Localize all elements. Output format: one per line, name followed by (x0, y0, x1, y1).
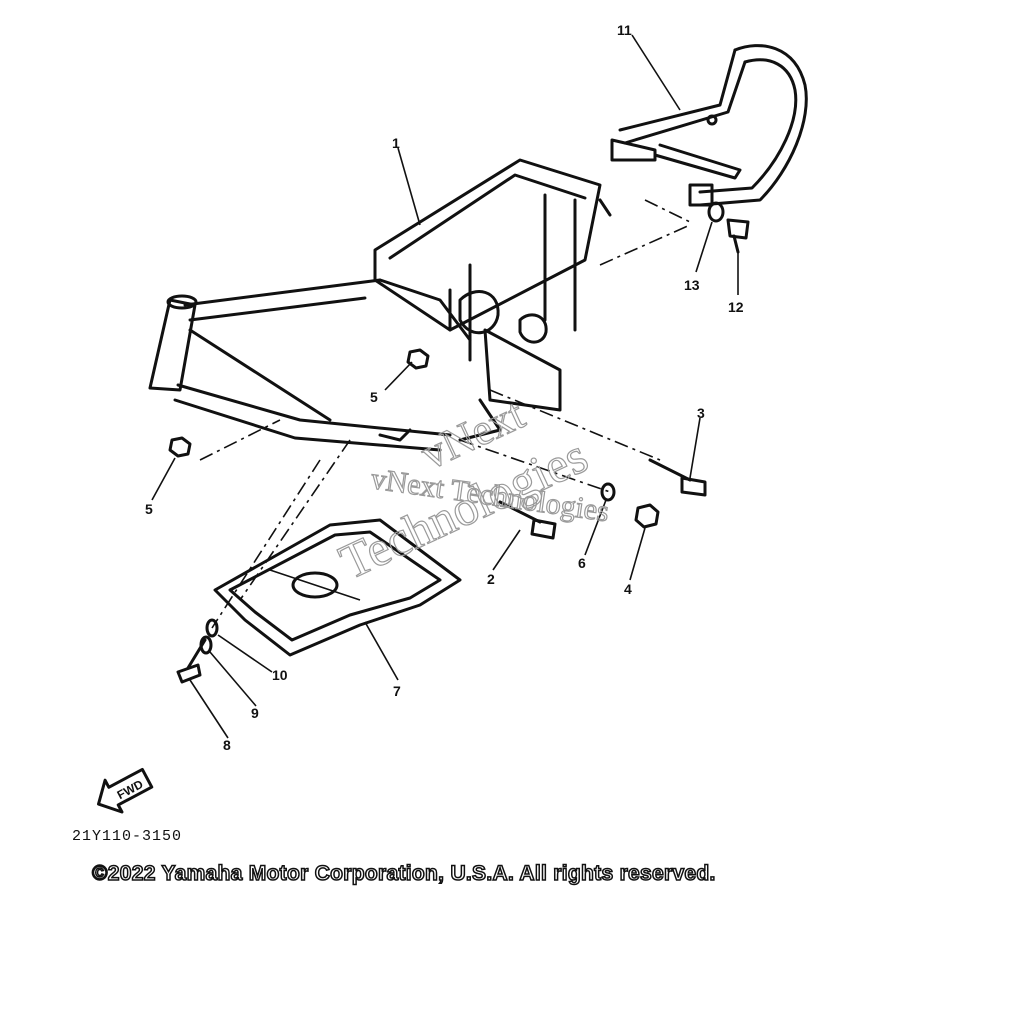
callout-5b: 5 (145, 501, 153, 517)
leader-lines (151, 34, 739, 739)
callout-9: 9 (251, 705, 259, 721)
diagram-code: 21Y110-3150 (72, 828, 183, 845)
callout-11: 11 (617, 22, 632, 38)
callout-1: 1 (392, 135, 400, 151)
assembly-lines (199, 199, 691, 629)
callout-2: 2 (487, 571, 495, 587)
callout-5a: 5 (370, 389, 378, 405)
nut-part-5a (406, 348, 430, 370)
callout-3: 3 (697, 405, 705, 421)
callout-12: 12 (728, 299, 744, 315)
washer-part-13 (707, 201, 725, 223)
nut-part-5b (168, 436, 192, 458)
callout-7: 7 (393, 683, 401, 699)
bolt-part-12 (726, 218, 750, 254)
watermark: vNext Technologies vNext Technologies (330, 389, 611, 591)
callout-4: 4 (624, 581, 632, 597)
callout-6: 6 (578, 555, 586, 571)
callout-13: 13 (684, 277, 700, 293)
callout-8: 8 (223, 737, 231, 753)
bolt-part-3 (648, 458, 707, 497)
copyright-notice: ©2022 Yamaha Motor Corporation, U.S.A. A… (91, 861, 716, 886)
washer-part-6 (600, 482, 616, 502)
callout-numbers: 1 2 3 4 5 5 6 7 8 9 10 11 12 13 (145, 22, 744, 753)
grab-bar-part-11 (610, 44, 808, 207)
washer-part-10 (205, 618, 219, 638)
skid-plate-part-7 (213, 518, 462, 657)
washer-part-9 (199, 635, 213, 655)
nut-part-4 (634, 503, 660, 529)
frame-part-1 (148, 158, 612, 452)
callout-10: 10 (272, 667, 288, 683)
fwd-arrow-icon: FWD (97, 767, 154, 814)
bolt-part-2 (498, 500, 557, 540)
